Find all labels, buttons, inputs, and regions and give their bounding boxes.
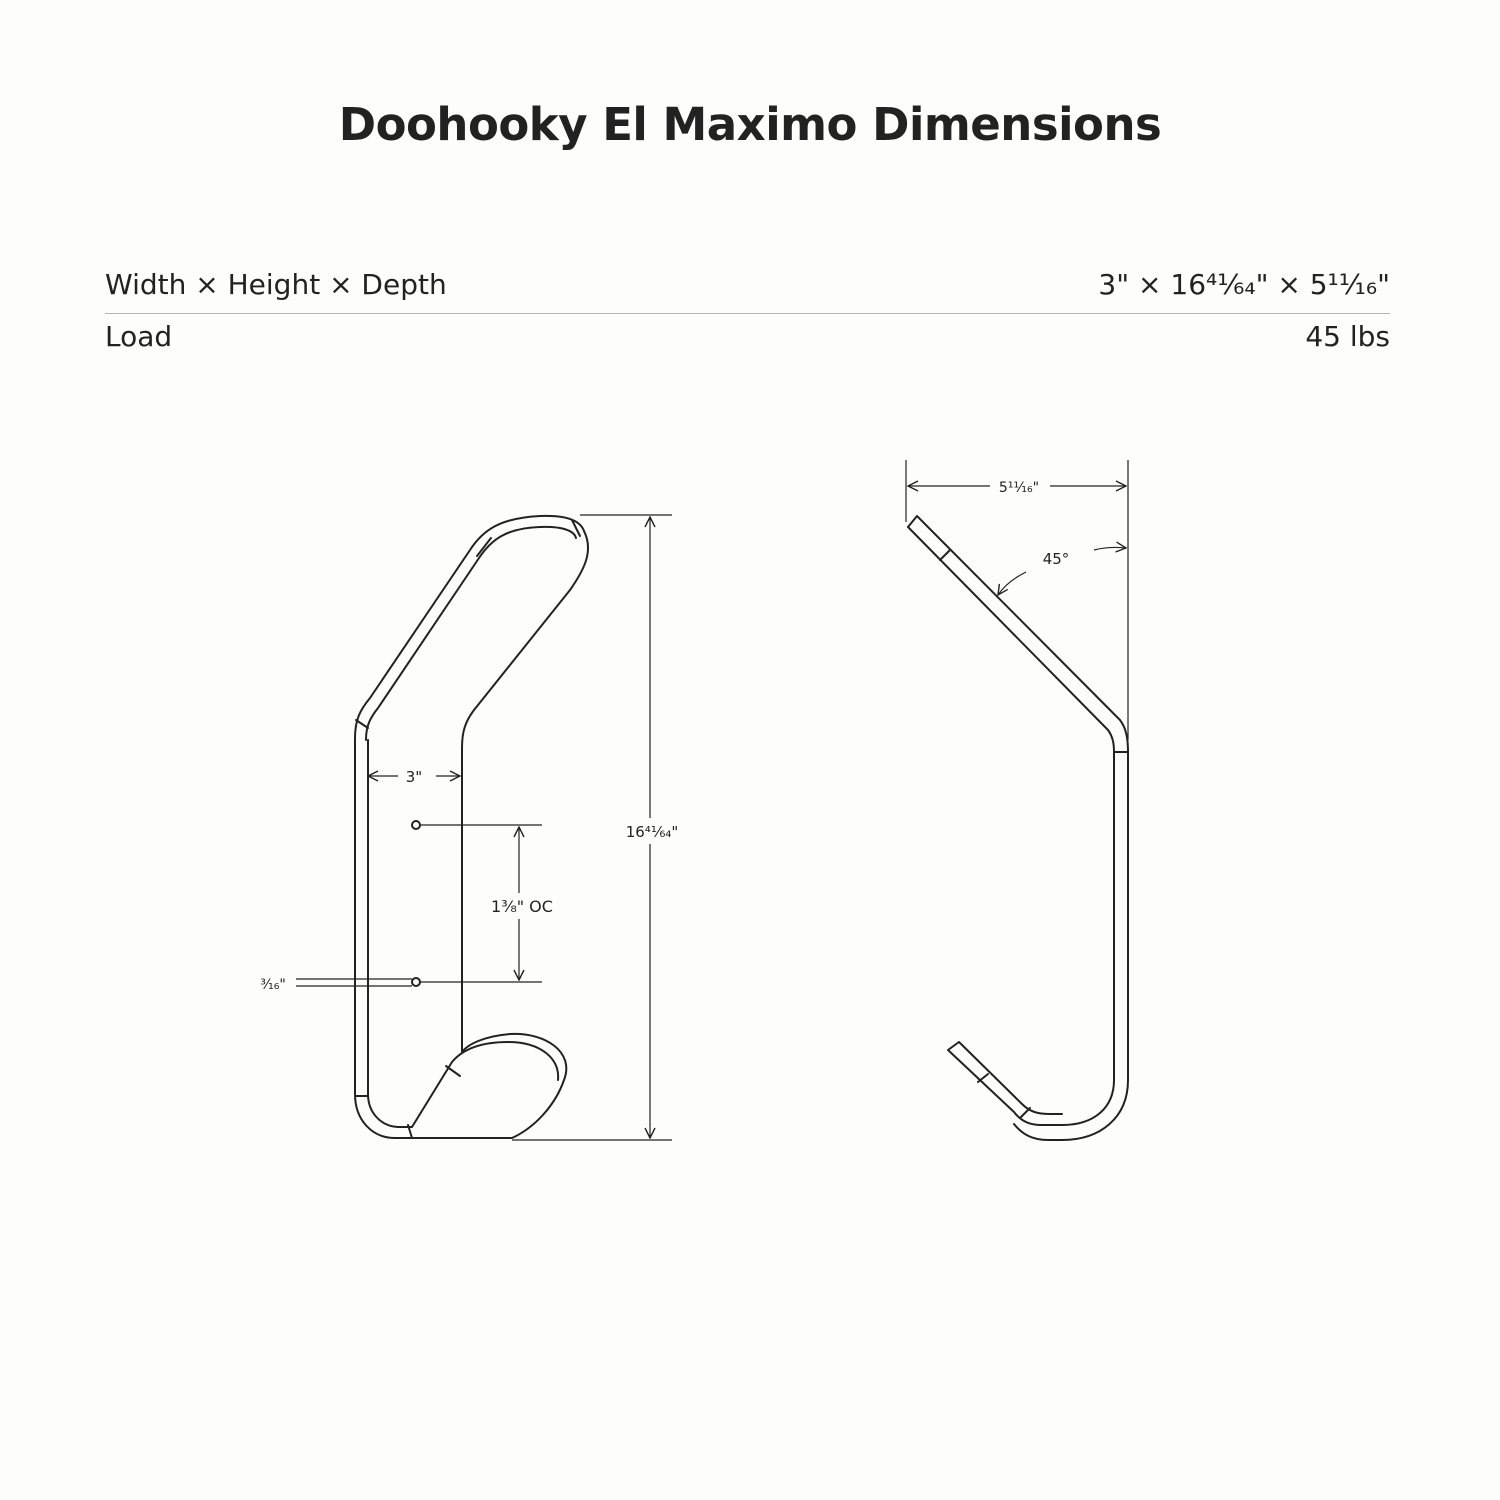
width-label: 3" xyxy=(406,768,422,786)
front-view xyxy=(354,514,589,1139)
side-joint-upper xyxy=(939,549,951,561)
hole-spacing-label: 1³⁄₈" OC xyxy=(491,897,553,916)
angle-label: 45° xyxy=(1043,550,1070,568)
front-joint-hook-base xyxy=(407,1124,413,1139)
angle-arc-upper xyxy=(1093,547,1126,550)
mounting-hole-lower xyxy=(411,977,421,987)
depth-label: 5¹¹⁄₁₆" xyxy=(999,480,1039,496)
height-label: 16⁴¹⁄₆₄" xyxy=(626,823,679,841)
mounting-hole-upper xyxy=(411,820,421,830)
spec-value-dimensions: 3" × 16⁴¹⁄₆₄" × 5¹¹⁄₁₆" xyxy=(1098,268,1390,301)
spec-row-load: Load 45 lbs xyxy=(105,320,1390,353)
spec-label-dimensions: Width × Height × Depth xyxy=(105,268,447,301)
front-joint-top-right xyxy=(571,519,581,537)
side-joint-hook xyxy=(977,1073,989,1083)
spec-value-load: 45 lbs xyxy=(1305,320,1390,353)
side-view xyxy=(907,515,1129,1141)
side-profile-inner xyxy=(907,515,1129,1141)
spec-label-load: Load xyxy=(105,320,173,353)
spec-divider xyxy=(105,313,1390,314)
front-outline-outer xyxy=(354,514,589,1139)
front-joint-top xyxy=(476,537,492,557)
hole-diameter-label: ³⁄₁₆" xyxy=(260,977,286,993)
front-joint-upper-bend xyxy=(355,719,369,729)
side-profile-outer xyxy=(907,526,1115,1126)
spec-row-dimensions: Width × Height × Depth 3" × 16⁴¹⁄₆₄" × 5… xyxy=(105,268,1390,301)
front-outline-inner xyxy=(365,525,577,1128)
side-joint-lower xyxy=(1019,1107,1031,1119)
front-joint-hook xyxy=(445,1065,461,1077)
page-title: Doohooky El Maximo Dimensions xyxy=(338,98,1162,151)
angle-arc-lower xyxy=(998,571,1027,595)
